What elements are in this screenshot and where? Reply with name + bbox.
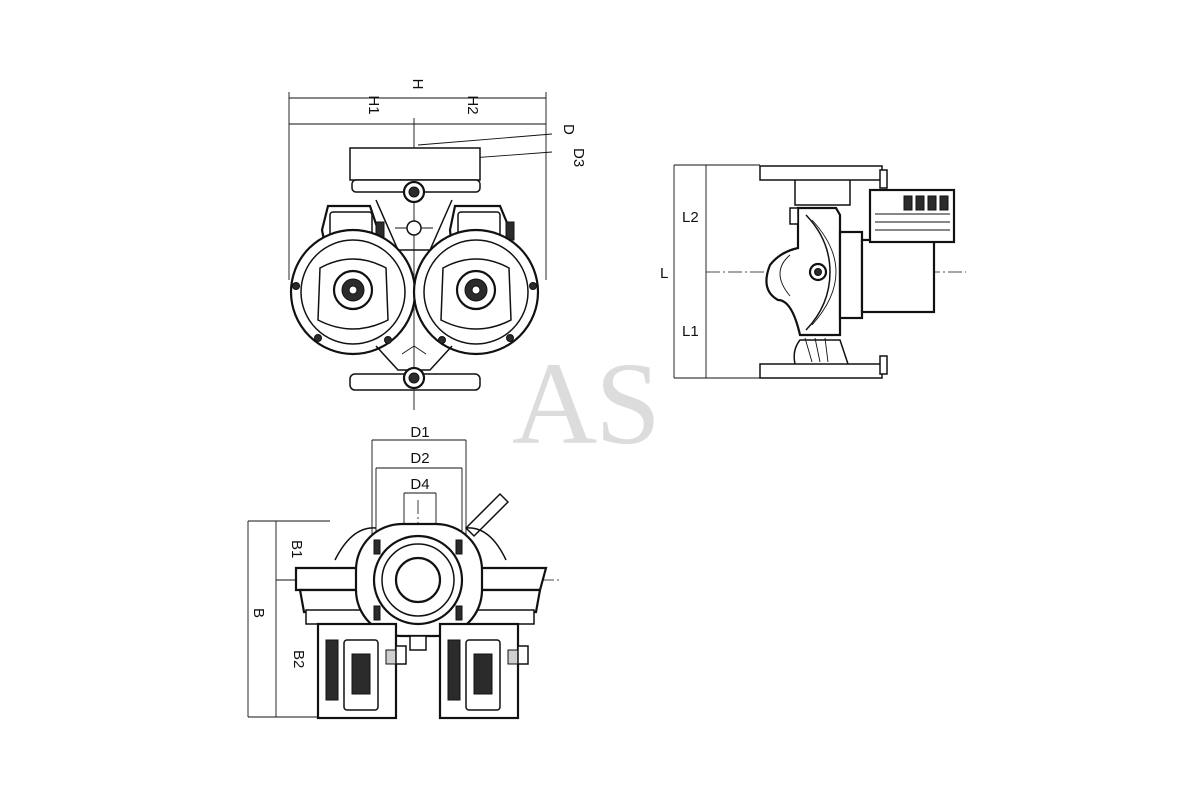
side-pump-body — [765, 206, 842, 337]
dim-d4-label: D4 — [410, 476, 429, 493]
dim-h-label: H — [409, 79, 426, 90]
side-motor-body — [860, 238, 936, 314]
dim-d1-label: D1 — [410, 424, 429, 441]
dim-d3-label: D3 — [570, 148, 587, 167]
side-motor-flange — [838, 230, 864, 320]
front-drain-plug — [409, 635, 427, 651]
front-left-motor — [316, 622, 407, 720]
dim-l2-label: L2 — [682, 209, 699, 226]
side-top-flange — [759, 165, 883, 181]
left-pump-volute — [289, 228, 417, 356]
dim-d2-label: D2 — [410, 450, 429, 467]
dim-d-label: D — [560, 124, 577, 135]
center-plug — [406, 220, 422, 236]
side-bottom-flange — [759, 363, 883, 379]
dim-b-label: B — [250, 608, 267, 618]
cable-gland — [464, 492, 510, 538]
bottom-view: D1 D2 D4 B B1 B2 — [247, 424, 562, 720]
front-right-motor — [438, 622, 529, 720]
right-pump-volute — [412, 228, 540, 356]
dim-l-label: L — [660, 265, 668, 282]
dimension-h: H — [288, 79, 547, 280]
dimension-b: B B1 B2 — [247, 520, 330, 718]
side-view: L L2 L1 — [660, 164, 966, 379]
front-pipe-bore — [394, 556, 442, 604]
dim-h1-label: H1 — [365, 95, 382, 114]
dim-b2-label: B2 — [290, 650, 307, 668]
dimension-l: L L2 L1 — [660, 164, 760, 379]
dim-l1-label: L1 — [682, 323, 699, 340]
top-flange-bolt-core — [408, 186, 420, 198]
dim-h2-label: H2 — [464, 95, 481, 114]
dim-b1-label: B1 — [288, 540, 305, 558]
top-flange-plate — [349, 147, 481, 181]
top-view: H H1 H2 D D3 — [288, 79, 587, 410]
watermark-text: AS — [512, 338, 659, 469]
